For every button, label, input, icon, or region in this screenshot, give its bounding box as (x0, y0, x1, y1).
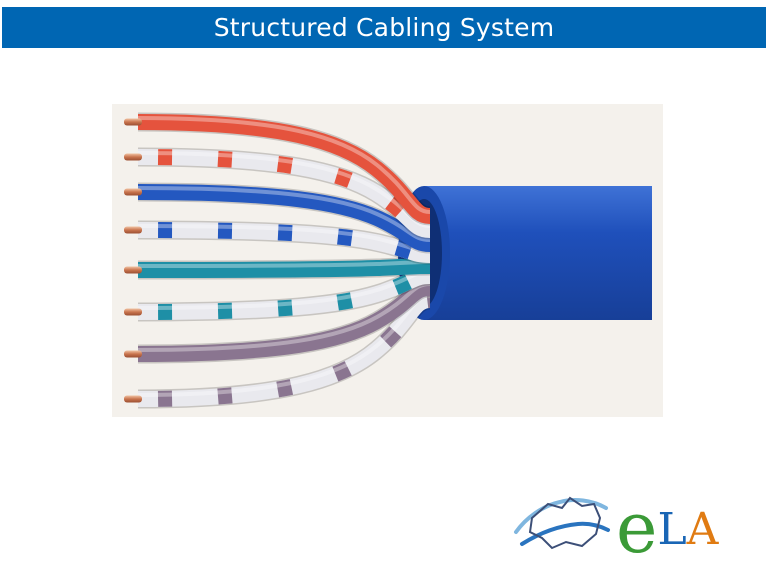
copper-core (124, 308, 142, 316)
australia-swoosh-icon (514, 496, 610, 550)
slide-title: Structured Cabling System (213, 13, 555, 42)
conductor-highlight (137, 224, 431, 253)
conductor-highlight (137, 260, 431, 268)
conductor-highlight (137, 116, 431, 214)
solid-conductor (137, 184, 431, 252)
logo-letter-a: A (686, 504, 719, 555)
copper-core (124, 153, 142, 161)
ela-logo: e L A (508, 487, 764, 569)
title-bar: Structured Cabling System (2, 7, 766, 48)
conductor-stripe (137, 292, 431, 407)
logo-letter-l: L (657, 504, 687, 555)
conductor-group (124, 112, 432, 409)
conductor-highlight (137, 294, 431, 397)
conductor-stripe (137, 222, 431, 263)
conductor-stripe (137, 149, 431, 238)
conductor-stripe (137, 268, 431, 320)
copper-core (124, 188, 142, 196)
cable-jacket (398, 186, 652, 320)
cable-illustration (112, 104, 663, 417)
conductor-highlight (137, 186, 431, 242)
copper-core (124, 395, 142, 403)
logo-letter-e: e (616, 487, 658, 569)
copper-core (124, 350, 142, 358)
conductor-highlight (137, 151, 431, 228)
copper-core (124, 226, 142, 234)
solid-conductor (137, 280, 431, 362)
conductor-highlight (137, 282, 431, 352)
solid-conductor (137, 258, 431, 278)
copper-core (124, 118, 142, 126)
copper-core (124, 266, 142, 274)
solid-conductor (137, 114, 431, 224)
conductor-highlight (137, 270, 431, 310)
